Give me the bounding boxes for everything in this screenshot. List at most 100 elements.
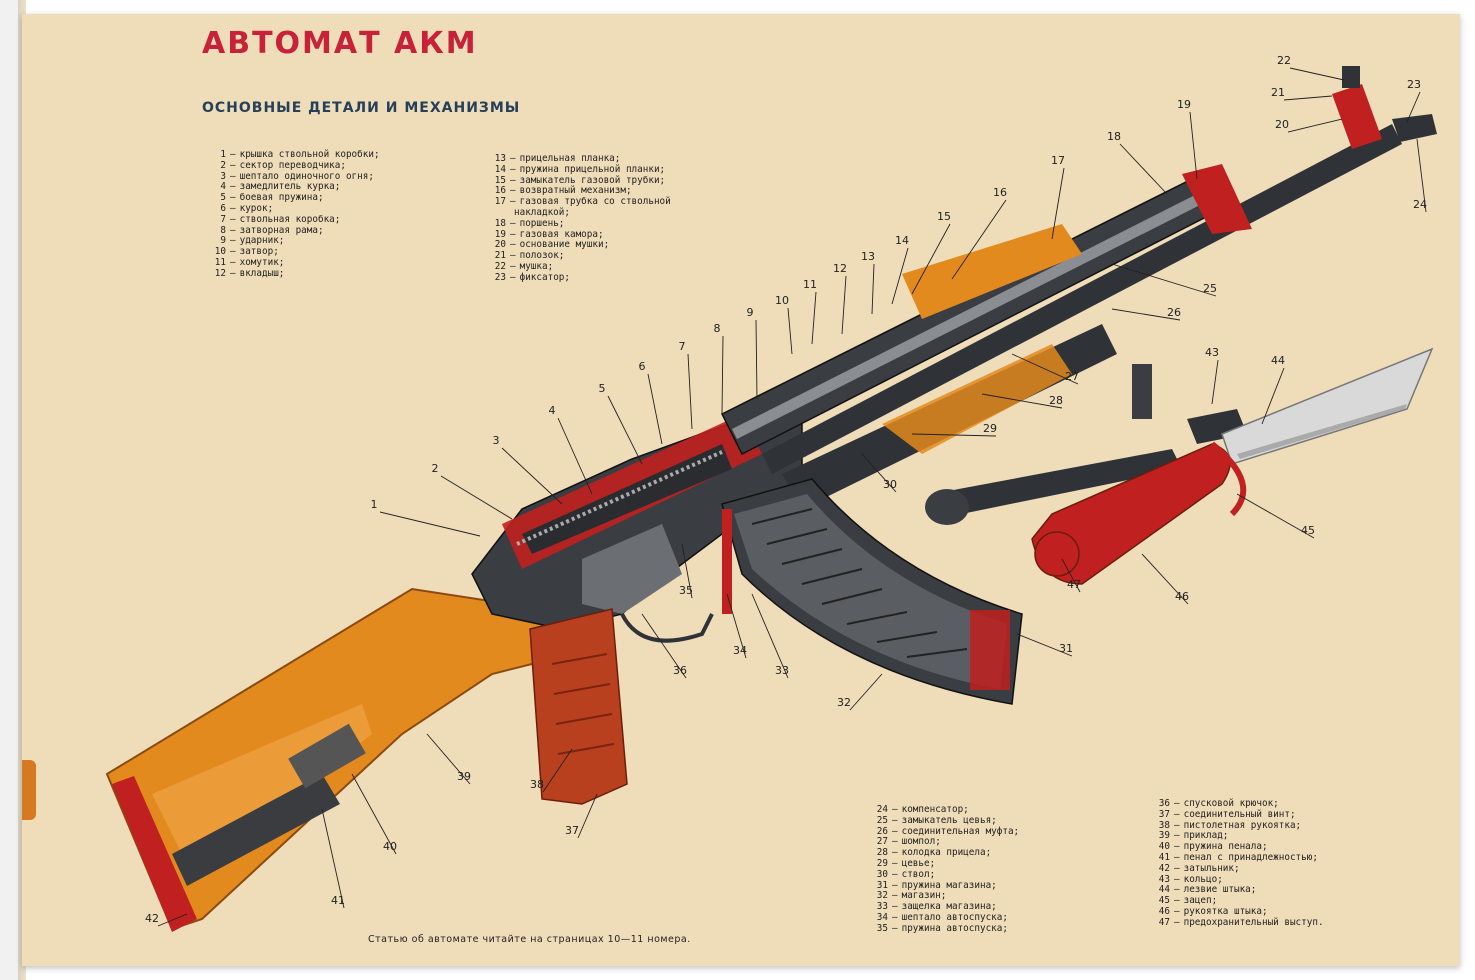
legend-item: 6—курок; [208, 202, 380, 215]
legend-item-number: 29 [876, 857, 888, 869]
callout-leader-line [1119, 143, 1168, 195]
legend-item-text: приклад; [1183, 830, 1229, 842]
callout-number: 36 [673, 664, 687, 677]
legend-item: 32—магазин; [870, 890, 1019, 902]
legend-item-dash: — [230, 170, 236, 182]
legend-item-text: затворная рама; [239, 224, 324, 236]
legend-item-number: 30 [876, 868, 888, 880]
callout-number: 31 [1059, 642, 1073, 655]
legend-item-number: 8 [220, 224, 226, 236]
legend-item-dash: — [892, 922, 898, 934]
legend-item: 18—поршень; [488, 217, 671, 230]
legend-item-dash: — [230, 181, 236, 193]
legend-item-text: хомутик; [239, 256, 285, 268]
callout-number: 46 [1175, 590, 1189, 603]
legend-item-number: 16 [494, 185, 506, 197]
legend-item: 8—затворная рама; [208, 224, 380, 237]
legend-item: 39 —приклад; [1152, 830, 1324, 842]
legend-item-dash: — [892, 836, 898, 848]
poster: АВТОМАТ АКМ ОСНОВНЫЕ ДЕТАЛИ И МЕХАНИЗМЫ … [22, 14, 1460, 966]
legend-item-number: 42 [1158, 862, 1170, 874]
legend-item-dash: — [892, 901, 898, 913]
legend-item-number: 34 [876, 911, 888, 923]
legend-item-text: возвратный механизм; [519, 185, 632, 197]
legend-item-number: 25 [876, 814, 888, 826]
callout-number: 21 [1271, 86, 1285, 99]
legend-item-dash: — [1174, 841, 1180, 853]
callout-leader-line [951, 199, 1007, 280]
callout-number: 15 [937, 210, 951, 223]
legend-item-dash: — [892, 804, 898, 815]
legend-item-number: 38 [1158, 819, 1170, 831]
legend-item-number: 18 [494, 217, 506, 229]
legend-item-number: 2 [220, 159, 226, 171]
callout-leader-line [542, 748, 573, 793]
callout-leader-line [379, 511, 481, 537]
barrel-assembly [720, 66, 1437, 509]
legend-item: 12—вкладыш; [208, 268, 380, 280]
legend-item: 17—газовая трубка со ствольной [488, 196, 671, 208]
legend-item: 30—ствол; [870, 868, 1019, 881]
legend-item: 40—пружина пенала; [1152, 841, 1324, 853]
legend-item-number: 15 [494, 174, 506, 186]
legend-item: 47—предохранительный выступ. [1152, 916, 1324, 929]
legend-item-number: 17 [494, 196, 506, 208]
legend-item-text: газовая камора; [519, 228, 604, 240]
legend-item-text: курок; [239, 202, 274, 214]
legend-item-number: 20 [494, 239, 506, 251]
legend-item-number: 47 [1158, 916, 1170, 928]
callout-leader-line [981, 393, 1063, 409]
legend-item-number: 28 [876, 847, 888, 859]
legend-item: 2—сектор переводчика; [208, 159, 380, 172]
legend-item-dash: — [1174, 895, 1180, 907]
legend-item-text: рукоятка штыка; [1183, 905, 1268, 917]
legend-item: 23—фиксатор; [488, 271, 671, 284]
akm-cutaway-diagram: 1234567891011121314151617181920212223242… [105, 54, 1437, 932]
legend-item-number: 39 [1158, 830, 1170, 842]
callout-number: 30 [883, 478, 897, 491]
legend-item-dash: — [892, 890, 898, 902]
legend-item-text: пружина автоспуска; [901, 922, 1008, 934]
callout-leader-line [891, 247, 909, 305]
legend-item-number: 7 [220, 213, 226, 225]
legend-item-text: замедлитель курка; [239, 181, 341, 193]
legend-item-text: защелка магазина; [901, 901, 997, 913]
legend-item-text: крышка ствольной коробки; [239, 149, 380, 160]
callout-leader-line [426, 733, 471, 785]
legend-item-text: зацеп; [1183, 895, 1218, 907]
legend-item-text: замыкатель газовой трубки; [519, 174, 666, 186]
legend-item-dash: — [1174, 830, 1180, 842]
callout-number: 24 [1413, 198, 1427, 211]
callout-number: 42 [145, 912, 159, 925]
callout-leader-line [157, 913, 188, 927]
callout-leader-line [1261, 367, 1285, 425]
legend-item: накладкой; [488, 207, 671, 219]
legend-item: 35—пружина автоспуска; [870, 922, 1019, 935]
legend-item-number: 45 [1158, 895, 1170, 907]
callout-leader-line [1141, 553, 1189, 605]
pistol-grip [529, 608, 628, 805]
callout-leader-line [841, 275, 847, 335]
legend-item-number: 40 [1158, 841, 1170, 853]
legend-item: 27—шомпол; [870, 836, 1019, 848]
legend-item-dash: — [510, 228, 516, 240]
legend-item-dash: — [1174, 851, 1180, 863]
legend-item-number: 23 [494, 271, 506, 283]
legend-item-text: пенал с принадлежностью; [1183, 851, 1318, 863]
legend-item: 37—соединительный винт; [1152, 809, 1324, 821]
legend-item: 19—газовая камора; [488, 228, 671, 241]
callout-number: 28 [1049, 394, 1063, 407]
legend-parts-13-23: 13—прицельная планка;14—пружина прицельн… [488, 153, 671, 284]
callout-leader-line [849, 673, 883, 711]
callout-number: 23 [1407, 78, 1421, 91]
legend-item-text: газовая трубка со ствольной [519, 196, 671, 208]
trigger-guard [620, 613, 714, 643]
legend-item-text: спусковой крючок; [1183, 798, 1279, 809]
legend-item: 45 —зацеп; [1152, 895, 1324, 907]
legend-item: 20—основание мушки; [488, 239, 671, 251]
callout-number: 6 [639, 360, 646, 373]
legend-item-dash: — [510, 250, 516, 262]
callout-number: 47 [1067, 578, 1081, 591]
legend-item: 41—пенал с принадлежностью; [1152, 851, 1324, 864]
legend-item: 42—затыльник; [1152, 862, 1324, 875]
